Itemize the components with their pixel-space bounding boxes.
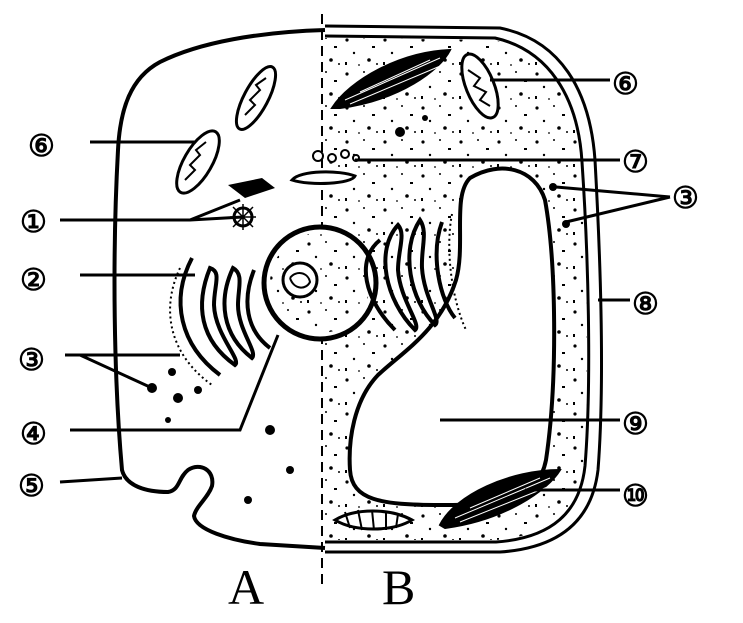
er-bottom: [332, 509, 416, 531]
mitochondrion-left-1: [175, 129, 221, 195]
cell-membrane-a: [112, 28, 326, 550]
golgi-small: [289, 149, 360, 185]
label-3-left: ③: [18, 343, 45, 378]
label-2: ②: [20, 263, 47, 298]
label-9: ⑨: [622, 407, 649, 442]
label-10: ⑩: [622, 479, 649, 514]
mitochondrion-left-2: [234, 65, 278, 131]
cell-wall-outer: [324, 24, 603, 554]
chloroplast-top: [330, 48, 452, 109]
label-7: ⑦: [622, 145, 649, 180]
golgi-left: [169, 257, 272, 386]
granules: [147, 115, 570, 504]
nucleus-texture: [270, 233, 370, 333]
label-5: ⑤: [18, 469, 45, 504]
label-8: ⑧: [632, 287, 659, 322]
label-1: ①: [20, 205, 47, 240]
cell-wall-inner: [324, 34, 591, 544]
nucleolus-detail: [289, 272, 312, 289]
label-6-right: ⑥: [612, 67, 639, 102]
label-4: ④: [20, 417, 47, 452]
centrosome: [228, 178, 275, 230]
nucleolus: [281, 261, 319, 299]
label-3-right: ③: [672, 181, 699, 216]
label-6-left: ⑥: [28, 129, 55, 164]
chloroplast-bottom: [438, 468, 562, 530]
half-label-b: B: [382, 559, 415, 615]
leader-lines: [59, 78, 671, 492]
golgi-right: [363, 213, 467, 333]
half-label-a: A: [228, 559, 264, 615]
